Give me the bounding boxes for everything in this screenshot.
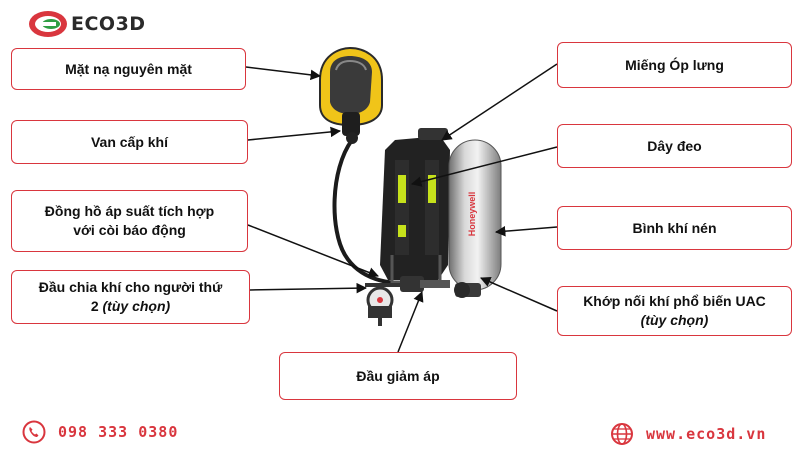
splitter-gauge-icon	[365, 283, 400, 326]
label-pressure-gauge: Đồng hồ áp suất tích hợp với còi báo độn…	[11, 190, 248, 252]
compressed-air-cylinder-icon: Honeywell	[448, 139, 502, 298]
website-url: www.eco3d.vn	[646, 425, 767, 443]
label-pressure-gauge-line2: với còi báo động	[73, 222, 186, 238]
label-cylinder: Bình khí nén	[557, 206, 792, 250]
label-pressure-reducer-text: Đầu giảm áp	[356, 367, 440, 384]
label-uac-coupling-line1: Khớp nối khí phổ biến UAC	[583, 293, 766, 310]
website-contact[interactable]: www.eco3d.vn	[610, 422, 766, 446]
air-hose	[332, 138, 411, 285]
phone-number: 098 333 0380	[58, 423, 179, 441]
label-pressure-gauge-line1: Đồng hồ áp suất tích hợp	[44, 203, 215, 220]
label-pressure-reducer: Đầu giảm áp	[279, 352, 517, 400]
label-harness: Dây đeo	[557, 124, 792, 168]
label-supply-valve: Van cấp khí	[11, 120, 248, 164]
brand-name: ECO3D	[71, 13, 146, 35]
eco3d-logo-icon	[29, 11, 67, 37]
label-backplate: Miếng Óp lưng	[557, 42, 792, 88]
label-splitter-line1: Đầu chia khí cho người thứ	[38, 279, 223, 296]
label-splitter-line2: 2 (tùy chọn)	[91, 297, 170, 316]
brand-logo: ECO3D	[28, 8, 146, 40]
label-supply-valve-text: Van cấp khí	[90, 133, 169, 150]
label-splitter-line2-main: 2	[90, 298, 103, 314]
full-face-mask-icon	[319, 46, 383, 144]
label-full-face-mask-text: Mặt nạ nguyên mặt	[65, 60, 192, 77]
label-uac-coupling-line2: (tùy chọn)	[640, 312, 709, 328]
pressure-reducer-icon	[400, 276, 450, 292]
label-splitter-optional: (tùy chọn)	[102, 298, 171, 314]
label-backplate-text: Miếng Óp lưng	[625, 56, 724, 73]
label-harness-text: Dây đeo	[647, 137, 702, 154]
cylinder-brand-text: Honeywell	[467, 192, 477, 237]
label-uac-coupling: Khớp nối khí phổ biến UAC (tùy chọn)	[557, 286, 792, 336]
label-full-face-mask: Mặt nạ nguyên mặt	[11, 48, 246, 90]
phone-icon	[22, 420, 46, 444]
label-cylinder-text: Bình khí nén	[632, 219, 717, 236]
backplate-harness-icon	[380, 128, 450, 284]
phone-contact[interactable]: 098 333 0380	[22, 420, 178, 444]
globe-icon	[611, 423, 633, 445]
label-second-user-splitter: Đầu chia khí cho người thứ 2 (tùy chọn)	[11, 270, 250, 324]
